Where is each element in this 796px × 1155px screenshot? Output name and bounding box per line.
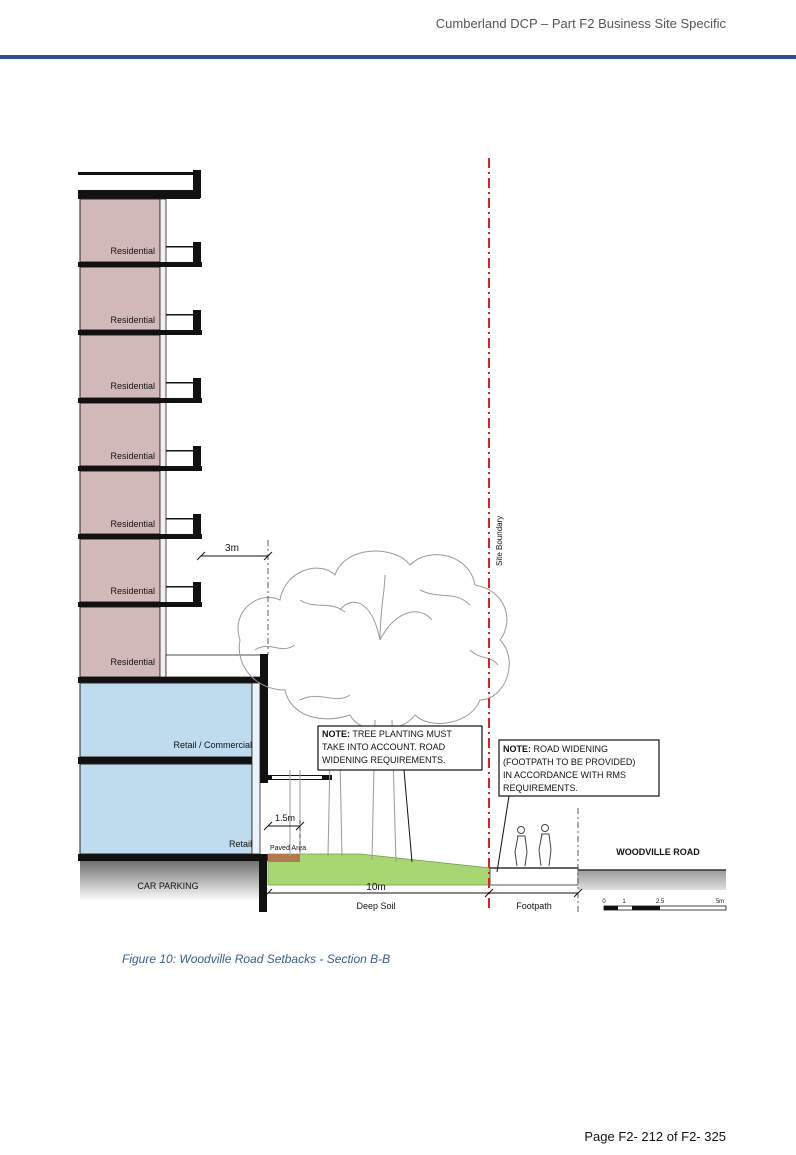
- note-tree-planting: NOTE: TREE PLANTING MUST TAKE INTO ACCOU…: [317, 725, 483, 863]
- svg-text:NOTE: ROAD WIDENING: NOTE: ROAD WIDENING: [503, 744, 608, 754]
- floor-slabs: [78, 242, 202, 607]
- dimension-10m-label: 10m: [366, 882, 385, 893]
- pedestrian-figures: [514, 824, 552, 867]
- residential-label-4: Residential: [110, 451, 155, 461]
- footpath-surface: [489, 867, 579, 886]
- retail-commercial-label: Retail / Commercial: [173, 740, 252, 750]
- car-parking-zone: [80, 861, 260, 901]
- svg-text:REQUIREMENTS.: REQUIREMENTS.: [503, 783, 578, 793]
- svg-text:TAKE INTO ACCOUNT. ROAD: TAKE INTO ACCOUNT. ROAD: [322, 742, 446, 752]
- tree-illustration: [237, 550, 510, 863]
- residential-floor-1: [79, 198, 161, 263]
- roof-slab: [78, 190, 200, 199]
- site-boundary-label: Site Boundary: [495, 516, 504, 566]
- header-rule: [0, 55, 796, 59]
- paved-area: [268, 854, 300, 862]
- retail-label: Retail: [229, 839, 252, 849]
- residential-floor-7: [79, 606, 161, 678]
- scale-tick-1: 1: [622, 899, 626, 905]
- note-road-widening: NOTE: ROAD WIDENING (FOOTPATH TO BE PROV…: [496, 739, 660, 873]
- svg-text:(FOOTPATH TO BE PROVIDED): (FOOTPATH TO BE PROVIDED): [503, 757, 635, 767]
- roof-parapet: [193, 170, 201, 198]
- svg-text:IN ACCORDANCE WITH RMS: IN ACCORDANCE WITH RMS: [503, 770, 626, 780]
- residential-floor-4: [79, 402, 161, 467]
- scale-tick-2: 2.5: [656, 899, 665, 905]
- scale-tick-0: 0: [602, 899, 606, 905]
- scale-tick-3: 5m: [716, 899, 724, 905]
- car-parking-label: CAR PARKING: [137, 881, 198, 891]
- residential-floor-6: [79, 538, 161, 603]
- residential-floor-3: [79, 334, 161, 399]
- roof-edge: [78, 172, 196, 175]
- setback-3m-label: 3m: [225, 543, 239, 554]
- figure-caption: Figure 10: Woodville Road Setbacks - Sec…: [122, 952, 391, 966]
- residential-label-7: Residential: [110, 657, 155, 667]
- residential-floors: [79, 198, 167, 678]
- scale-bar: 0 1 2.5 5m: [602, 899, 727, 911]
- page-number: Page F2- 212 of F2- 325: [584, 1129, 726, 1144]
- svg-text:NOTE: TREE PLANTING MUST: NOTE: TREE PLANTING MUST: [322, 729, 452, 739]
- residential-label-1: Residential: [110, 246, 155, 256]
- retail-level: [79, 763, 253, 855]
- residential-label-6: Residential: [110, 586, 155, 596]
- deep-soil-label: Deep Soil: [356, 901, 395, 911]
- road-name-label: WOODVILLE ROAD: [616, 847, 700, 857]
- paved-area-label: Paved Area: [270, 845, 306, 852]
- document-header-title: Cumberland DCP – Part F2 Business Site S…: [435, 16, 726, 31]
- residential-label-2: Residential: [110, 315, 155, 325]
- residential-labels: Residential Residential Residential Resi…: [110, 246, 155, 667]
- svg-text:WIDENING REQUIREMENTS.: WIDENING REQUIREMENTS.: [322, 755, 446, 765]
- deep-soil-area: [267, 853, 491, 886]
- podium-terrace: [165, 654, 262, 678]
- setback-1-5m-label: 1.5m: [275, 813, 295, 823]
- residential-label-5: Residential: [110, 519, 155, 529]
- footpath-label: Footpath: [516, 901, 552, 911]
- residential-label-3: Residential: [110, 381, 155, 391]
- road-surface: [578, 870, 726, 890]
